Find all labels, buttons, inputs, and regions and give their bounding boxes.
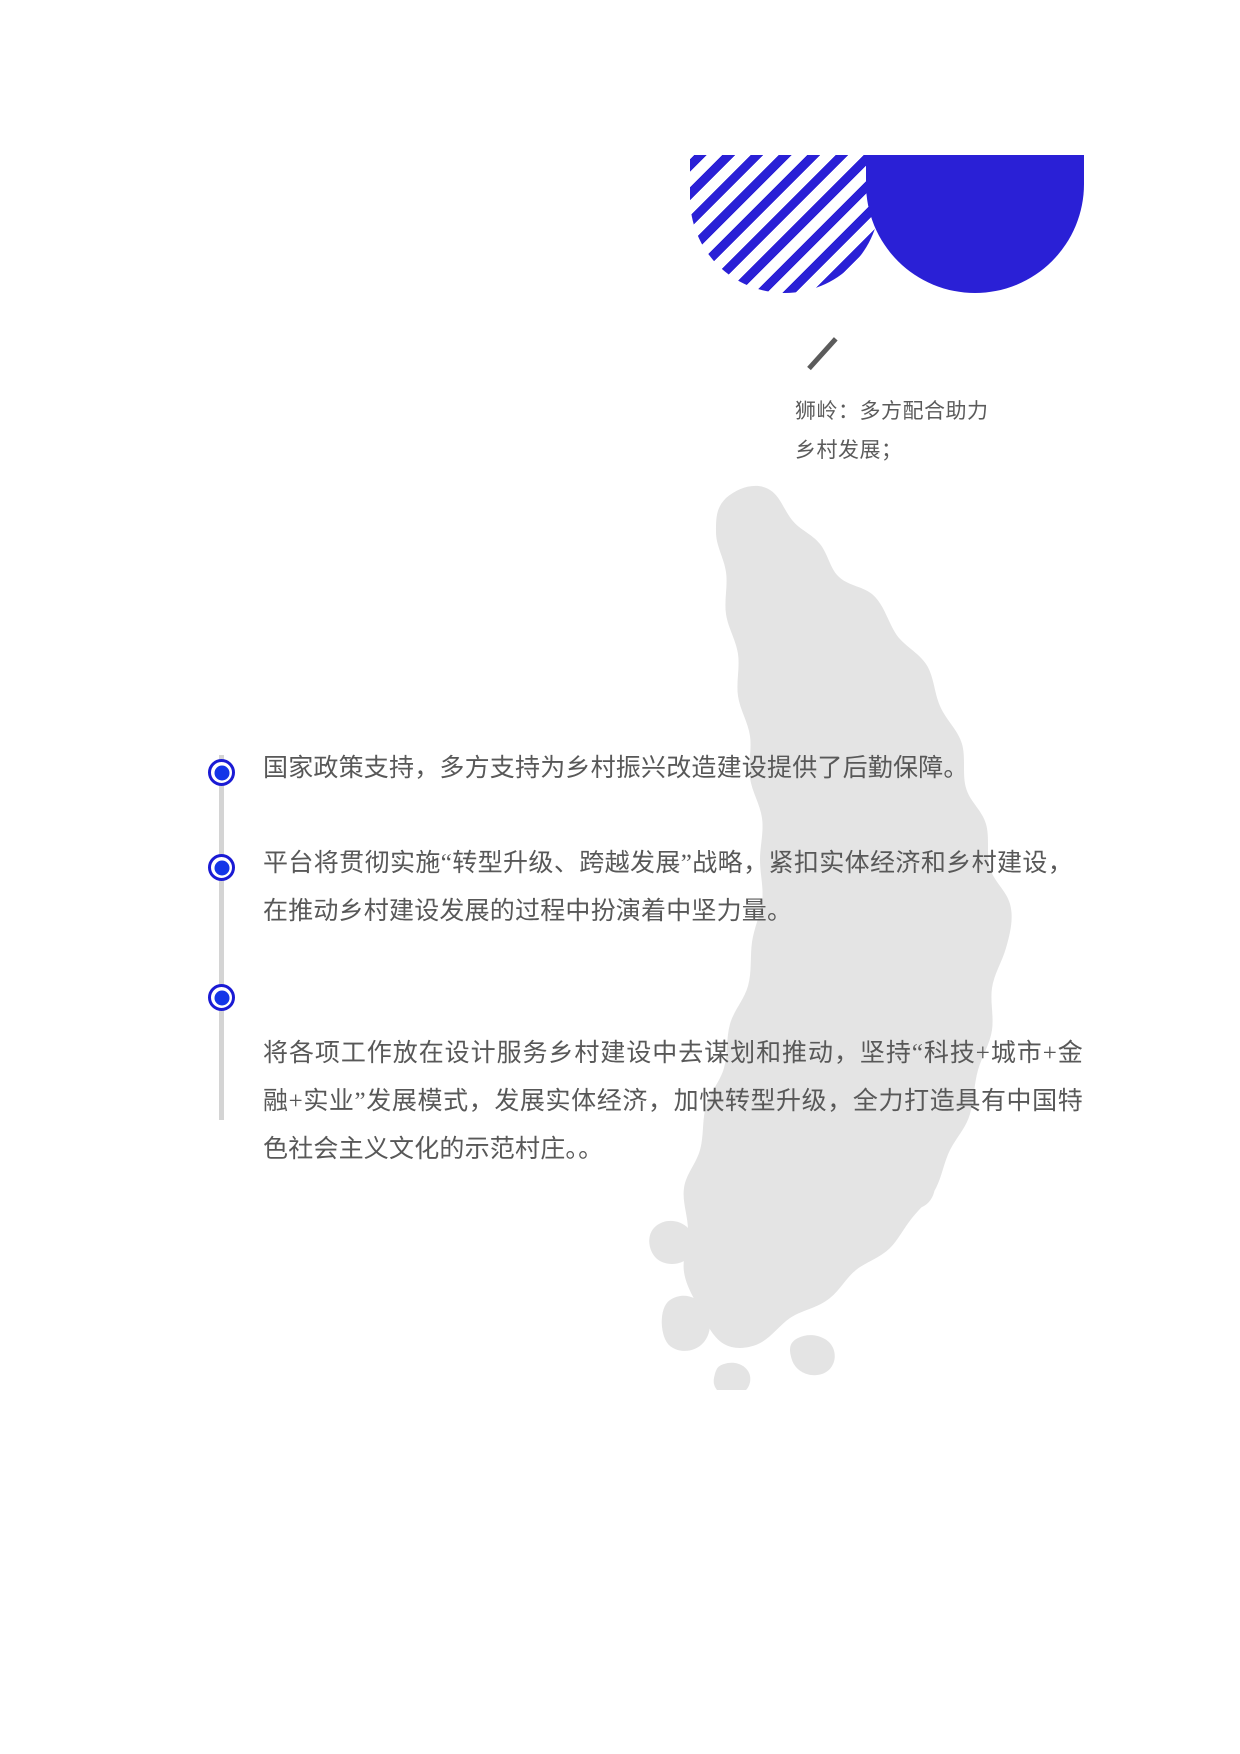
list-item[interactable]: 国家政策支持，多方支持为乡村振兴改造建设提供了后勤保障。 <box>205 745 1143 793</box>
list-item-text: 国家政策支持，多方支持为乡村振兴改造建设提供了后勤保障。 <box>263 755 969 782</box>
list-item[interactable]: 平台将贯彻实施“转型升级、跨越发展”战略，紧扣实体经济和乡村建设，在推动乡村建设… <box>205 840 1073 936</box>
decorative-semicircles <box>690 155 1090 295</box>
diagonal-slash-icon <box>807 337 843 386</box>
timeline-rail <box>219 755 224 1120</box>
bullet-ring-icon <box>208 759 235 786</box>
bullet-ring-icon <box>208 854 235 881</box>
striped-semicircle-icon <box>690 155 880 293</box>
list-item-text: 将各项工作放在设计服务乡村建设中去谋划和推动，坚持“科技+城市+金融+实业”发展… <box>263 1040 1083 1163</box>
solid-semicircle-icon <box>866 155 1084 293</box>
list-item[interactable]: 将各项工作放在设计服务乡村建设中去谋划和推动，坚持“科技+城市+金融+实业”发展… <box>205 970 1083 1174</box>
heading-block: 狮岭：多方配合助力 乡村发展； <box>795 337 1095 470</box>
page-title: 狮岭：多方配合助力 乡村发展； <box>795 399 989 462</box>
list-item-text: 平台将贯彻实施“转型升级、跨越发展”战略，紧扣实体经济和乡村建设，在推动乡村建设… <box>263 850 1073 925</box>
bullet-ring-icon <box>208 984 235 1011</box>
